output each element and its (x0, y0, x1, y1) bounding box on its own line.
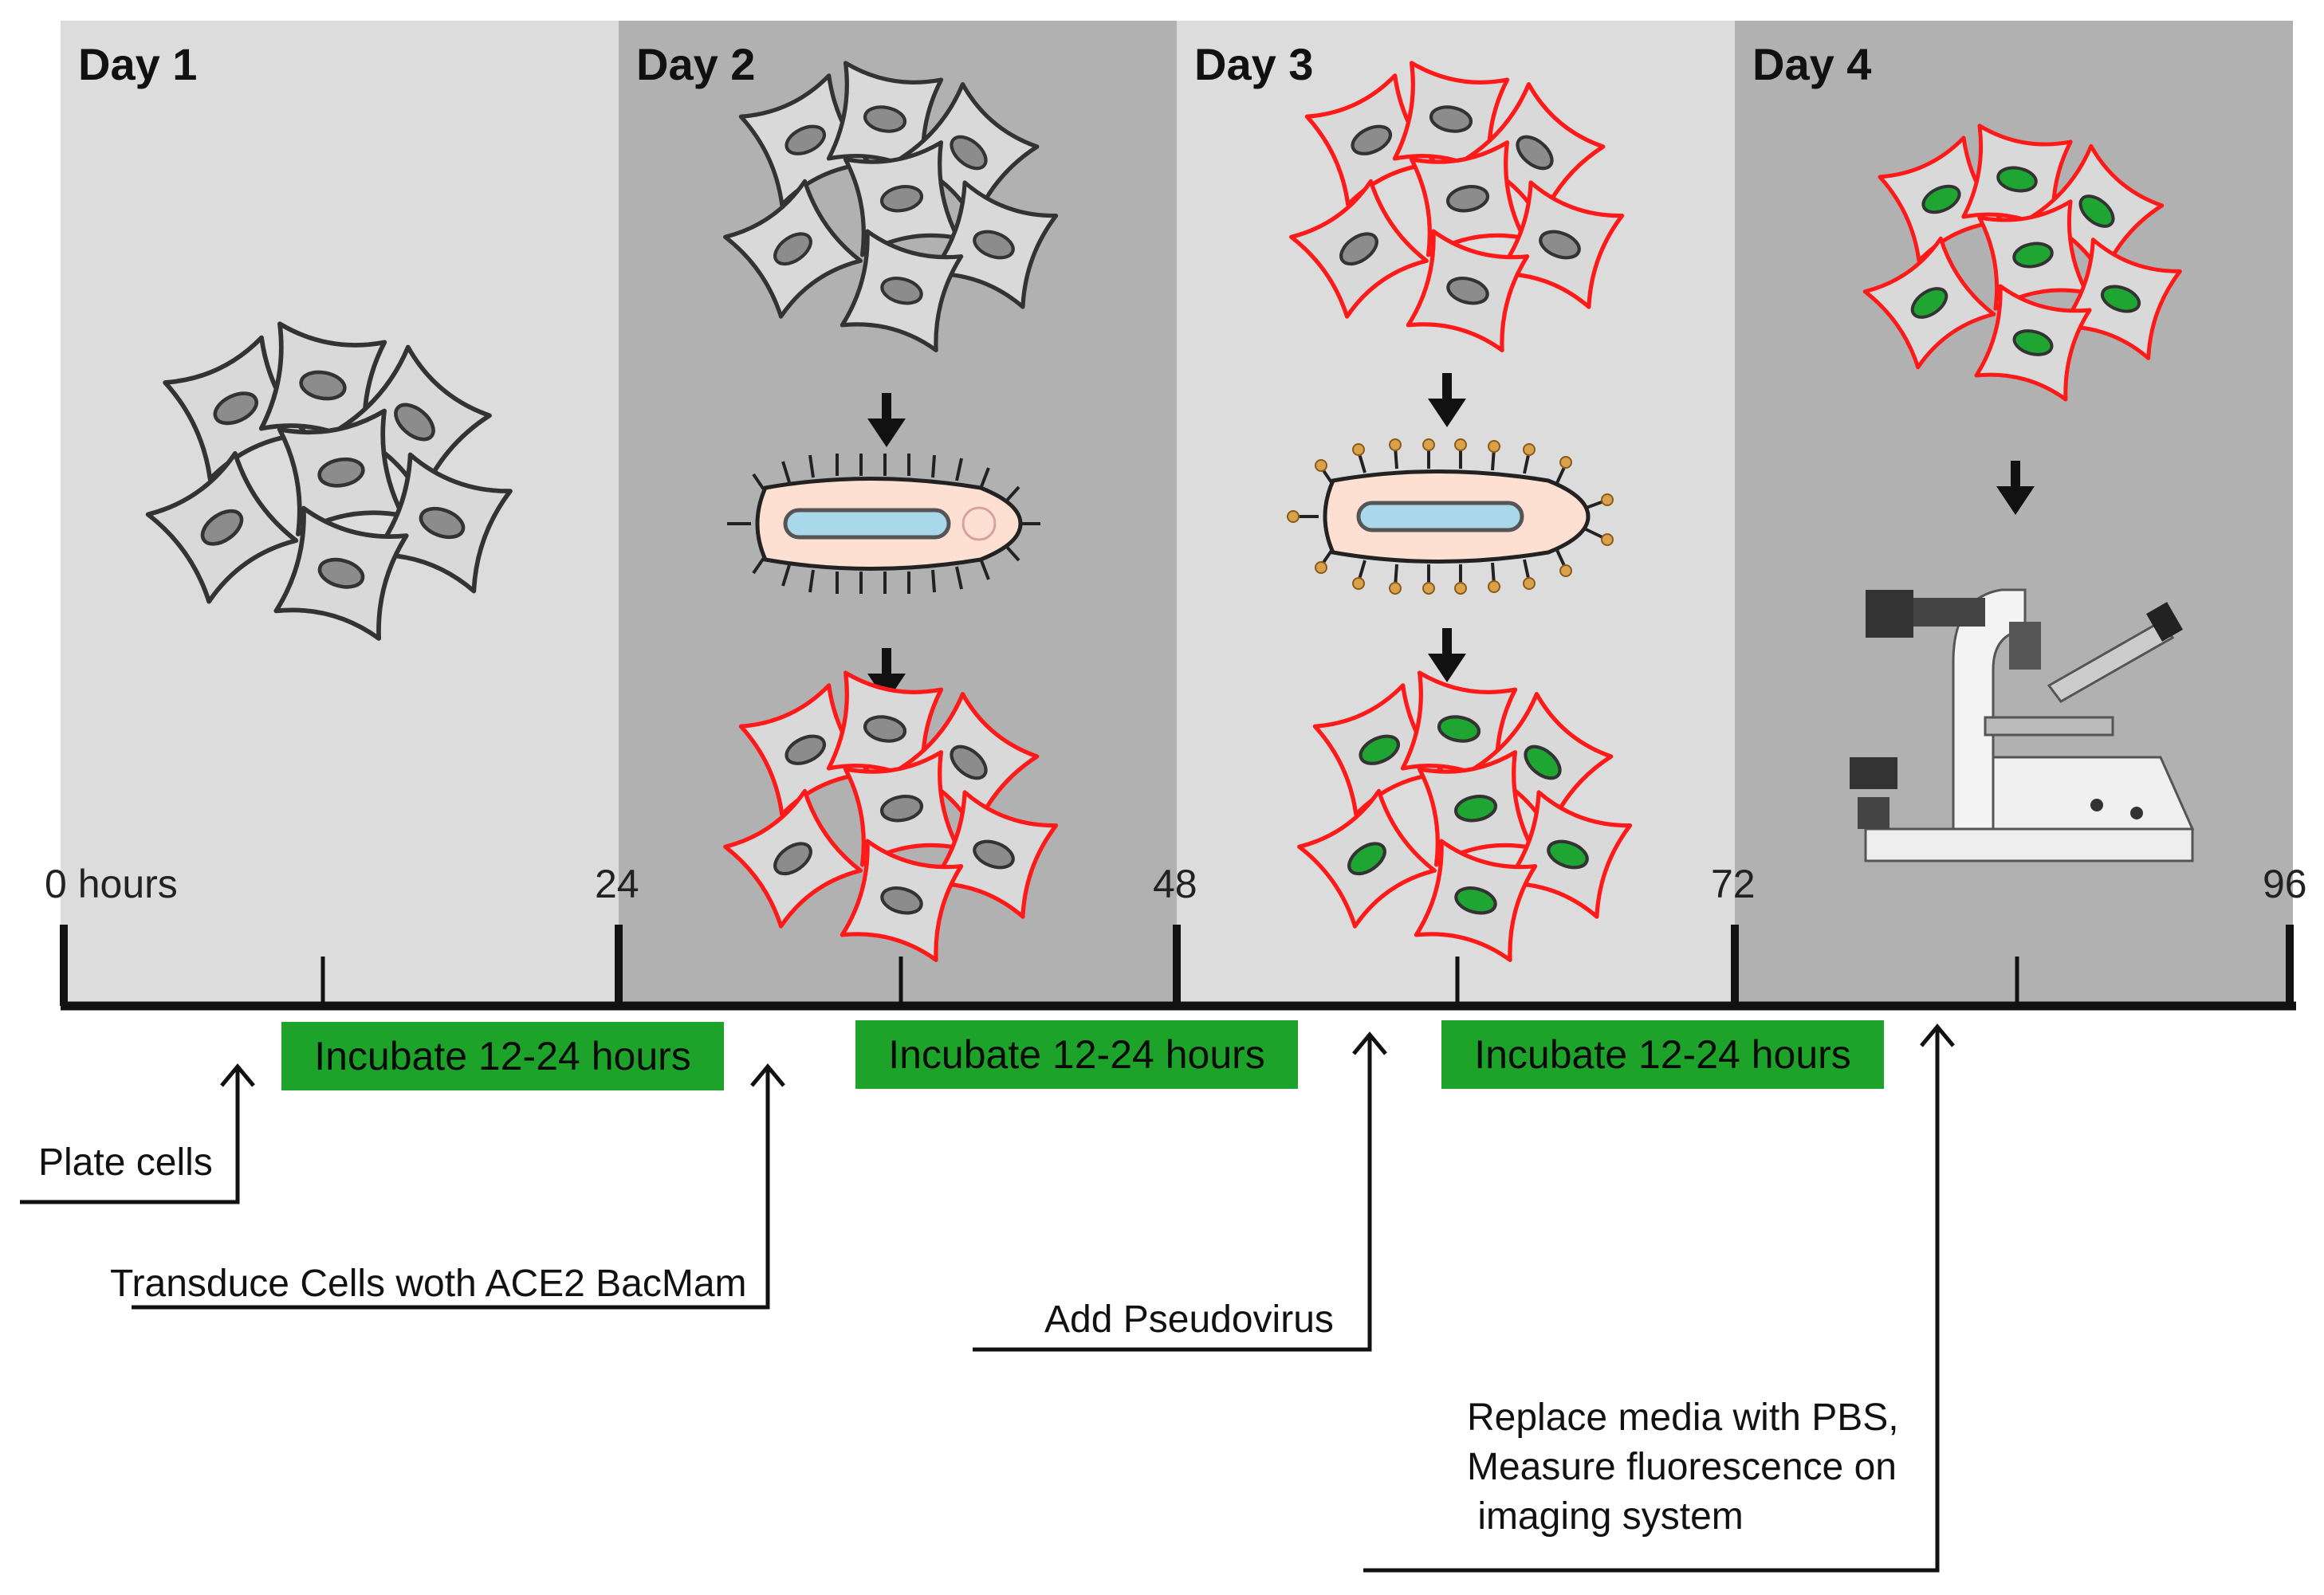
step-imaging-line-2: Measure fluorescence on (1467, 1446, 1897, 1488)
tick-label-72: 72 (1711, 862, 1756, 906)
step-transduce: Transduce Cells woth ACE2 BacMam (110, 1263, 747, 1305)
step-add-pseudovirus: Add Pseudovirus (1044, 1298, 1334, 1341)
baculovirus-icon (727, 454, 1040, 594)
day3-ace2-cell-cluster-icon (1292, 63, 1622, 350)
step-pointer-imaging (1363, 1023, 1955, 1573)
step-pointer-transduce (132, 1063, 785, 1310)
timeline (60, 925, 2296, 1011)
day2-title: Day 2 (636, 39, 756, 89)
tick-label-48: 48 (1153, 862, 1197, 906)
step-imaging-line-3: imaging system (1467, 1495, 1744, 1538)
step-imaging: Replace media with PBS, Measure fluoresc… (1467, 1393, 1899, 1542)
tick-label-0: 0 hours (45, 862, 178, 906)
day3-infected-cell-cluster-icon (1300, 673, 1630, 960)
day2-cell-cluster-icon (726, 63, 1056, 350)
day3-down-arrow-icon (1428, 628, 1466, 682)
day4-down-arrow-icon (1996, 461, 2035, 515)
step-pointer-pseudovirus (973, 1031, 1387, 1352)
day4-infected-cell-cluster-icon (1865, 126, 2180, 399)
incubate-box-2: Incubate 12-24 hours (855, 1020, 1298, 1089)
pseudovirus-icon (1287, 438, 1614, 595)
day3-down-arrow-icon (1428, 373, 1466, 427)
incubate-box-3: Incubate 12-24 hours (1441, 1020, 1884, 1089)
day4-title: Day 4 (1752, 39, 1872, 89)
day1-cell-cluster-icon (148, 324, 510, 638)
day2-down-arrow-icon (867, 393, 906, 447)
tick-label-24: 24 (595, 862, 639, 906)
day3-title: Day 3 (1194, 39, 1314, 89)
day2-ace2-cell-cluster-icon (726, 673, 1056, 960)
microscope-icon (1850, 588, 2195, 862)
step-pointer-plate-cells (20, 1063, 255, 1204)
incubate-box-1: Incubate 12-24 hours (281, 1022, 724, 1090)
step-plate-cells: Plate cells (38, 1141, 213, 1184)
tick-label-96: 96 (2263, 862, 2307, 906)
day1-title: Day 1 (78, 39, 198, 89)
step-imaging-line-1: Replace media with PBS, (1467, 1397, 1899, 1439)
